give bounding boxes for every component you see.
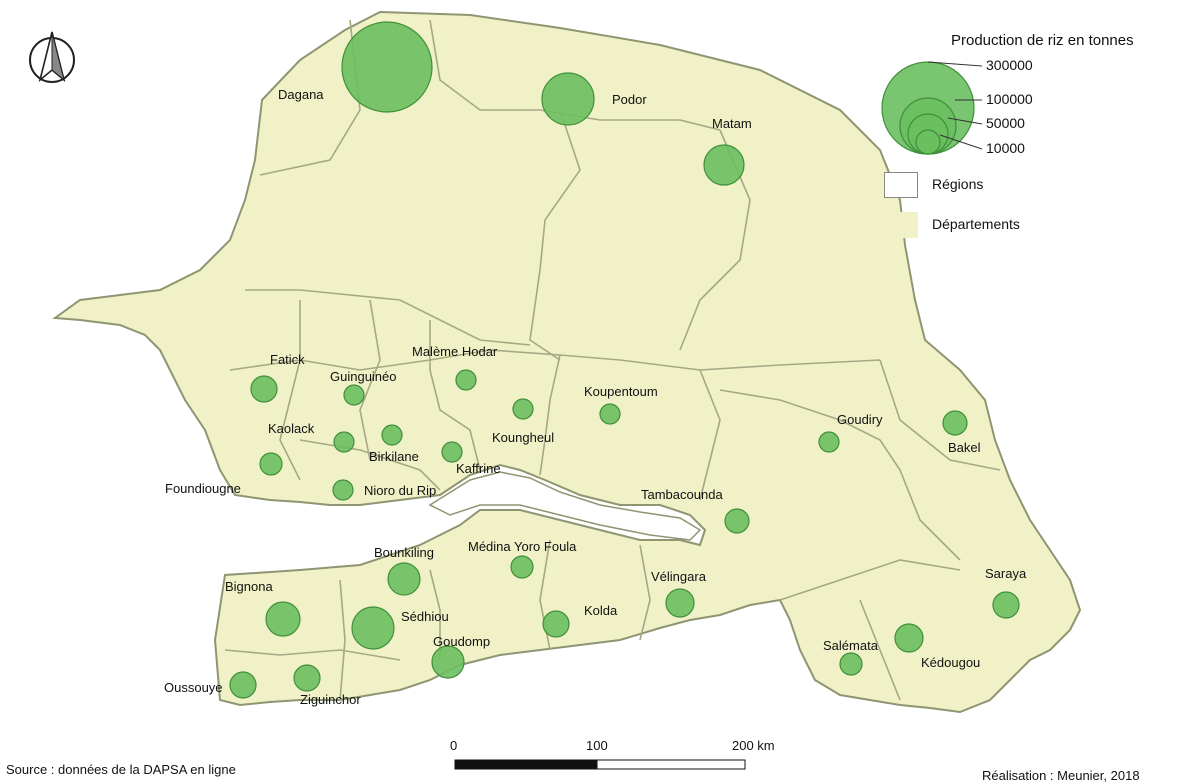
label-ziguinchor: Ziguinchor bbox=[300, 692, 361, 707]
scale-label-0: 0 bbox=[450, 738, 458, 753]
bubble-guinguineo bbox=[343, 384, 365, 406]
bubble-foundiougne bbox=[259, 452, 283, 476]
bubble-matam bbox=[703, 144, 745, 186]
bubble-saraya bbox=[992, 591, 1020, 619]
bubble-fatick bbox=[250, 375, 278, 403]
bubble-kaffrine bbox=[441, 441, 463, 463]
gambia-gap bbox=[428, 471, 702, 541]
label-guinguineo: Guinguinéo bbox=[330, 369, 397, 384]
bubble-podor bbox=[541, 72, 595, 126]
bubble-bounkiling bbox=[387, 562, 421, 596]
label-saraya: Saraya bbox=[985, 566, 1027, 581]
legend-swatch-regions bbox=[884, 172, 918, 198]
legend-label-regions: Régions bbox=[932, 176, 984, 192]
bubble-bakel bbox=[942, 410, 968, 436]
department-borders bbox=[224, 19, 1001, 701]
scale-bar bbox=[454, 759, 746, 770]
label-kedougou: Kédougou bbox=[921, 655, 980, 670]
label-nioro-du-rip: Nioro du Rip bbox=[364, 483, 436, 498]
label-dagana: Dagana bbox=[278, 87, 324, 102]
scale-label-100: 100 bbox=[586, 738, 608, 753]
bubble-goudomp bbox=[431, 645, 465, 679]
label-koupentoum: Koupentoum bbox=[584, 384, 658, 399]
label-goudiry: Goudiry bbox=[837, 412, 883, 427]
bubble-sedhiou bbox=[351, 606, 395, 650]
legend-label-departments: Départements bbox=[932, 216, 1020, 232]
north-arrow-icon bbox=[29, 31, 75, 83]
legend-size-300000: 300000 bbox=[986, 57, 1033, 73]
bubble-maleme-hodar bbox=[455, 369, 477, 391]
label-kaffrine: Kaffrine bbox=[456, 461, 501, 476]
label-bakel: Bakel bbox=[948, 440, 981, 455]
bubble-goudiry bbox=[818, 431, 840, 453]
bubble-koupentoum bbox=[599, 403, 621, 425]
label-matam: Matam bbox=[712, 116, 752, 131]
label-kaolack: Kaolack bbox=[268, 421, 315, 436]
label-sedhiou: Sédhiou bbox=[401, 609, 449, 624]
bubble-bignona bbox=[265, 601, 301, 637]
legend-size-50000: 50000 bbox=[986, 115, 1025, 131]
label-kolda: Kolda bbox=[584, 603, 618, 618]
legend-title: Production de riz en tonnes bbox=[951, 32, 1134, 49]
label-goudomp: Goudomp bbox=[433, 634, 490, 649]
label-koungheul: Koungheul bbox=[492, 430, 554, 445]
bubble-kedougou bbox=[894, 623, 924, 653]
label-tambacounda: Tambacounda bbox=[641, 487, 723, 502]
label-birkilane: Birkilane bbox=[369, 449, 419, 464]
label-foundiougne: Foundiougne bbox=[165, 481, 241, 496]
bubble-medina-yoro-foula bbox=[510, 555, 534, 579]
department-labels: Dagana Podor Matam Fatick Guinguinéo Mal… bbox=[164, 87, 1027, 707]
bubble-oussouye bbox=[229, 671, 257, 699]
senegal-land bbox=[52, 10, 1082, 714]
production-bubbles bbox=[229, 21, 1020, 699]
bubble-koungheul bbox=[512, 398, 534, 420]
label-medina-yoro-foula: Médina Yoro Foula bbox=[468, 539, 577, 554]
label-bignona: Bignona bbox=[225, 579, 273, 594]
bubble-nioro-du-rip bbox=[332, 479, 354, 501]
legend-size-10000: 10000 bbox=[986, 140, 1025, 156]
legend-bubbles bbox=[881, 61, 983, 155]
label-oussouye: Oussouye bbox=[164, 680, 223, 695]
label-fatick: Fatick bbox=[270, 352, 305, 367]
bubble-dagana bbox=[341, 21, 433, 113]
credit-note: Réalisation : Meunier, 2018 bbox=[982, 768, 1140, 783]
bubble-salemata bbox=[839, 652, 863, 676]
label-bounkiling: Bounkiling bbox=[374, 545, 434, 560]
label-velingara: Vélingara bbox=[651, 569, 707, 584]
bubble-kaolack bbox=[333, 431, 355, 453]
label-maleme-hodar: Malème Hodar bbox=[412, 344, 498, 359]
bubble-ziguinchor bbox=[293, 664, 321, 692]
scale-label-200: 200 km bbox=[732, 738, 775, 753]
bubble-tambacounda bbox=[724, 508, 750, 534]
legend-size-100000: 100000 bbox=[986, 91, 1033, 107]
bubble-velingara bbox=[665, 588, 695, 618]
legend-swatch-departments bbox=[884, 212, 918, 238]
source-note: Source : données de la DAPSA en ligne bbox=[6, 762, 236, 777]
bubble-birkilane bbox=[381, 424, 403, 446]
label-podor: Podor bbox=[612, 92, 647, 107]
label-salemata: Salémata bbox=[823, 638, 879, 653]
bubble-kolda bbox=[542, 610, 570, 638]
